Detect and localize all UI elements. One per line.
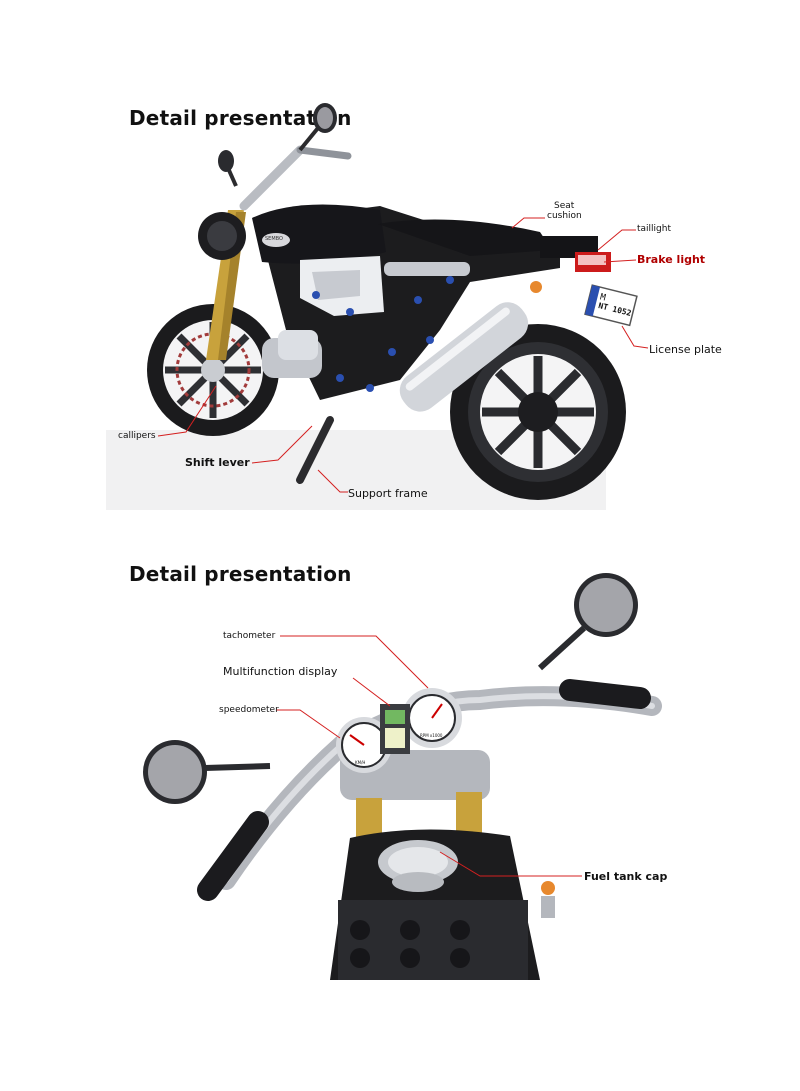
label-seat-cushion-line1: Seat <box>554 201 575 211</box>
label-multifunction-display: Multifunction display <box>223 665 338 678</box>
rear-wheel <box>450 324 626 500</box>
label-license-plate: License plate <box>649 343 722 356</box>
front-wheel <box>147 304 279 436</box>
label-seat-cushion-line2: cushion <box>547 211 582 221</box>
motorcycle-side-illustration <box>106 103 649 510</box>
label-callipers: callipers <box>118 431 156 441</box>
label-taillight: taillight <box>637 224 671 234</box>
label-tachometer: tachometer <box>223 631 276 641</box>
label-speedometer: speedometer <box>219 705 279 715</box>
tachometer-unit-text: RPM x1000 <box>420 733 443 738</box>
label-fuel-tank-cap: Fuel tank cap <box>584 870 668 883</box>
label-shift-lever: Shift lever <box>185 456 250 469</box>
tank-badge-text: SEMBO <box>265 236 283 242</box>
label-support-frame: Support frame <box>348 487 428 500</box>
speedometer-unit-text: KM/H <box>355 760 366 765</box>
label-brake-light: Brake light <box>637 253 706 266</box>
section2-heading: Detail presentation <box>129 562 352 586</box>
